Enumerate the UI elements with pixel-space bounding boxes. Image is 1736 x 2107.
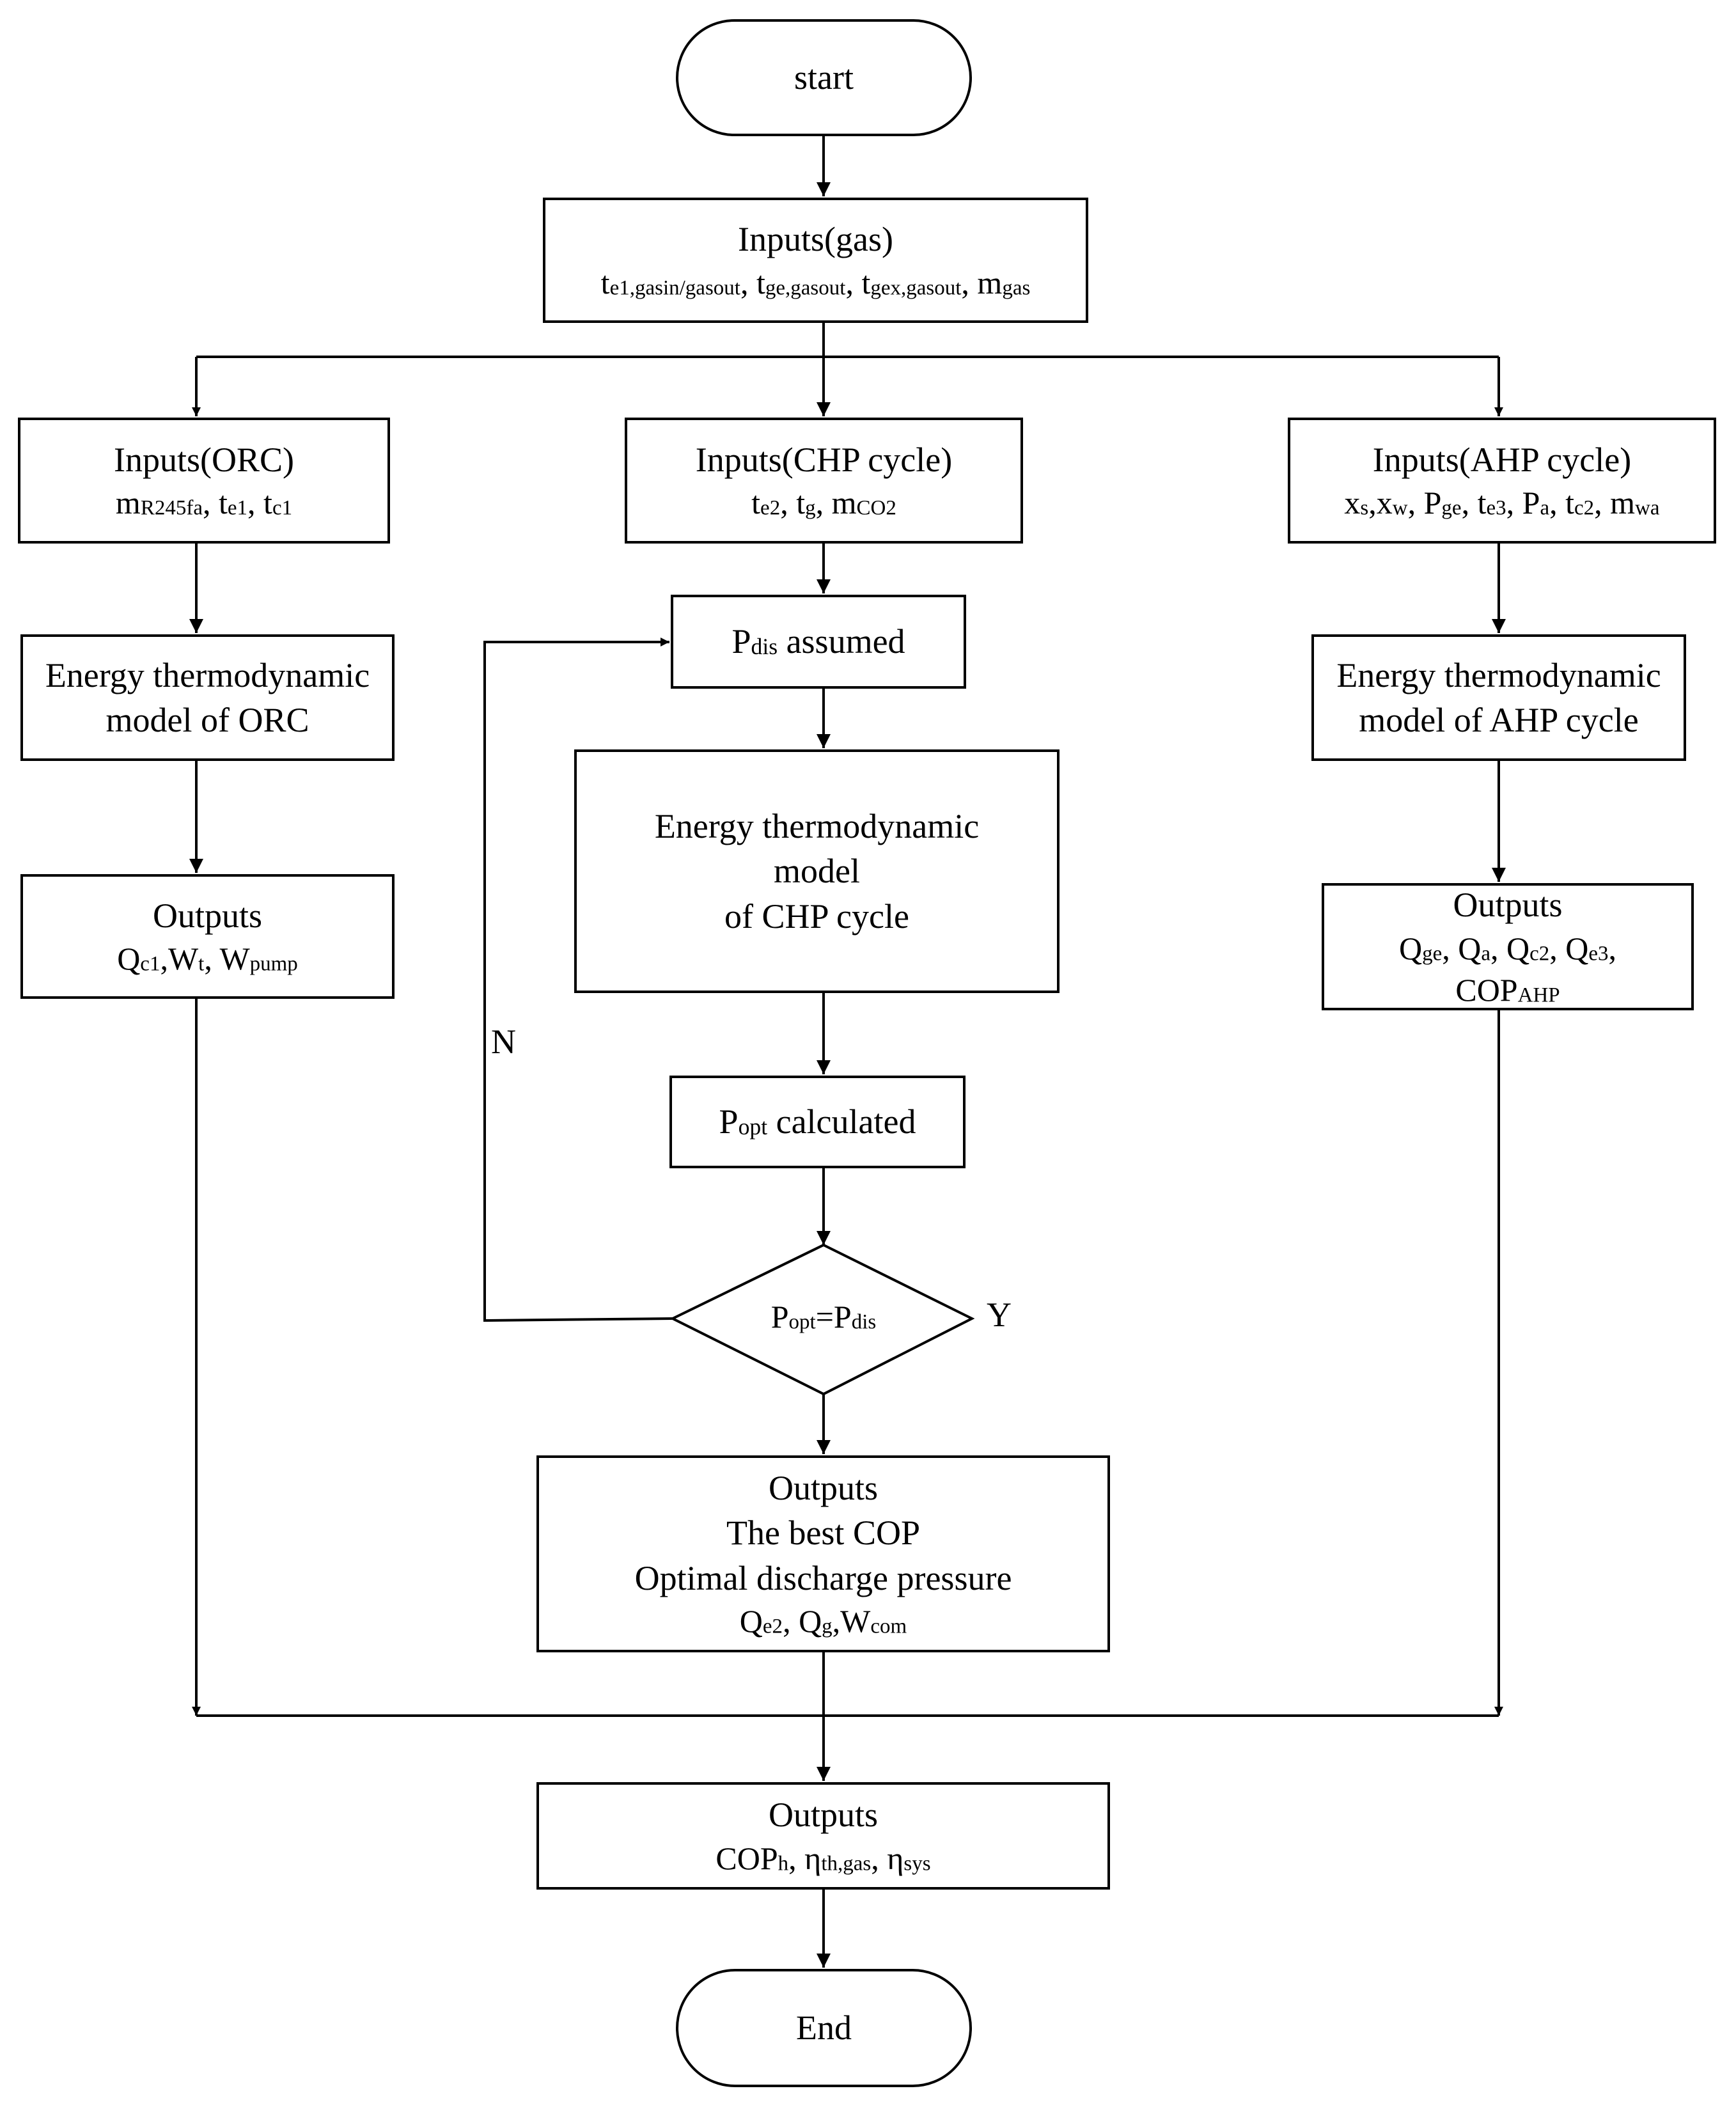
end-label: End: [796, 2009, 852, 2048]
outputs-chp-optimal-pressure: Optimal discharge pressure: [634, 1558, 1012, 1597]
inputs-chp-title: Inputs(CHP cycle): [695, 440, 953, 479]
outputs-ahp-title: Outputs: [1453, 886, 1563, 925]
model-orc-box: Energy thermodynamic model of ORC: [20, 634, 395, 761]
outputs-final-box: Outputs COPh, ηth,gas, ηsys: [536, 1782, 1110, 1890]
model-ahp-box: Energy thermodynamic model of AHP cycle: [1311, 634, 1686, 761]
decision-diamond: [669, 1243, 975, 1396]
pdis-assumed-box: Pdis assumed: [671, 595, 966, 689]
model-chp-line1: Energy thermodynamic: [654, 807, 980, 846]
model-ahp-line2: model of AHP cycle: [1359, 701, 1639, 739]
model-chp-box: Energy thermodynamic model of CHP cycle: [574, 749, 1060, 993]
start-label: start: [794, 58, 854, 97]
inputs-ahp-box: Inputs(AHP cycle) xs,xw, Pge, te3, Pa, t…: [1288, 418, 1716, 544]
popt-calculated-box: Popt calculated: [669, 1076, 966, 1168]
inputs-ahp-title: Inputs(AHP cycle): [1372, 440, 1632, 479]
model-chp-line3: of CHP cycle: [724, 897, 909, 936]
model-chp-line2: model: [774, 852, 860, 891]
outputs-ahp-vars: Qge, Qa, Qc2, Qe3,: [1398, 930, 1617, 966]
outputs-orc-box: Outputs Qc1,Wt, Wpump: [20, 874, 395, 999]
model-orc-line1: Energy thermodynamic: [45, 655, 370, 694]
inputs-gas-box: Inputs(gas) te1,gasin/gasout, tge,gasout…: [543, 198, 1088, 323]
outputs-ahp-cop: COPAHP: [1455, 971, 1560, 1008]
outputs-orc-title: Outputs: [152, 896, 263, 935]
inputs-ahp-vars: xs,xw, Pge, te3, Pa, tc2, mwa: [1344, 485, 1660, 521]
inputs-gas-title: Inputs(gas): [738, 220, 893, 259]
popt-calculated-label: Popt calculated: [719, 1102, 916, 1141]
outputs-orc-vars: Qc1,Wt, Wpump: [117, 941, 298, 977]
outputs-chp-box: Outputs The best COP Optimal discharge p…: [536, 1455, 1110, 1652]
inputs-orc-vars: mR245fa, te1, tc1: [115, 485, 293, 521]
branch-yes-label: Y: [987, 1296, 1012, 1334]
inputs-chp-box: Inputs(CHP cycle) te2, tg, mCO2: [625, 418, 1023, 544]
connector-no-loop: [483, 638, 673, 1322]
inputs-chp-vars: te2, tg, mCO2: [751, 485, 896, 521]
model-ahp-line1: Energy thermodynamic: [1336, 655, 1661, 694]
model-orc-line2: model of ORC: [106, 701, 309, 739]
end-terminal: End: [676, 1969, 972, 2087]
start-terminal: start: [676, 19, 972, 136]
inputs-orc-title: Inputs(ORC): [114, 440, 294, 479]
outputs-chp-title: Outputs: [768, 1469, 879, 1508]
inputs-orc-box: Inputs(ORC) mR245fa, te1, tc1: [18, 418, 390, 544]
outputs-ahp-box: Outputs Qge, Qa, Qc2, Qe3, COPAHP: [1322, 883, 1694, 1010]
outputs-final-vars: COPh, ηth,gas, ηsys: [716, 1840, 931, 1876]
inputs-gas-vars: te1,gasin/gasout, tge,gasout, tgex,gasou…: [600, 264, 1031, 301]
outputs-chp-vars: Qe2, Qg,Wcom: [739, 1602, 907, 1639]
decision-label: Popt=Pdis: [770, 1299, 877, 1335]
pdis-assumed-label: Pdis assumed: [731, 622, 905, 661]
outputs-final-title: Outputs: [768, 1796, 879, 1835]
branch-no-label: N: [491, 1022, 516, 1061]
outputs-chp-best-cop: The best COP: [726, 1514, 920, 1553]
